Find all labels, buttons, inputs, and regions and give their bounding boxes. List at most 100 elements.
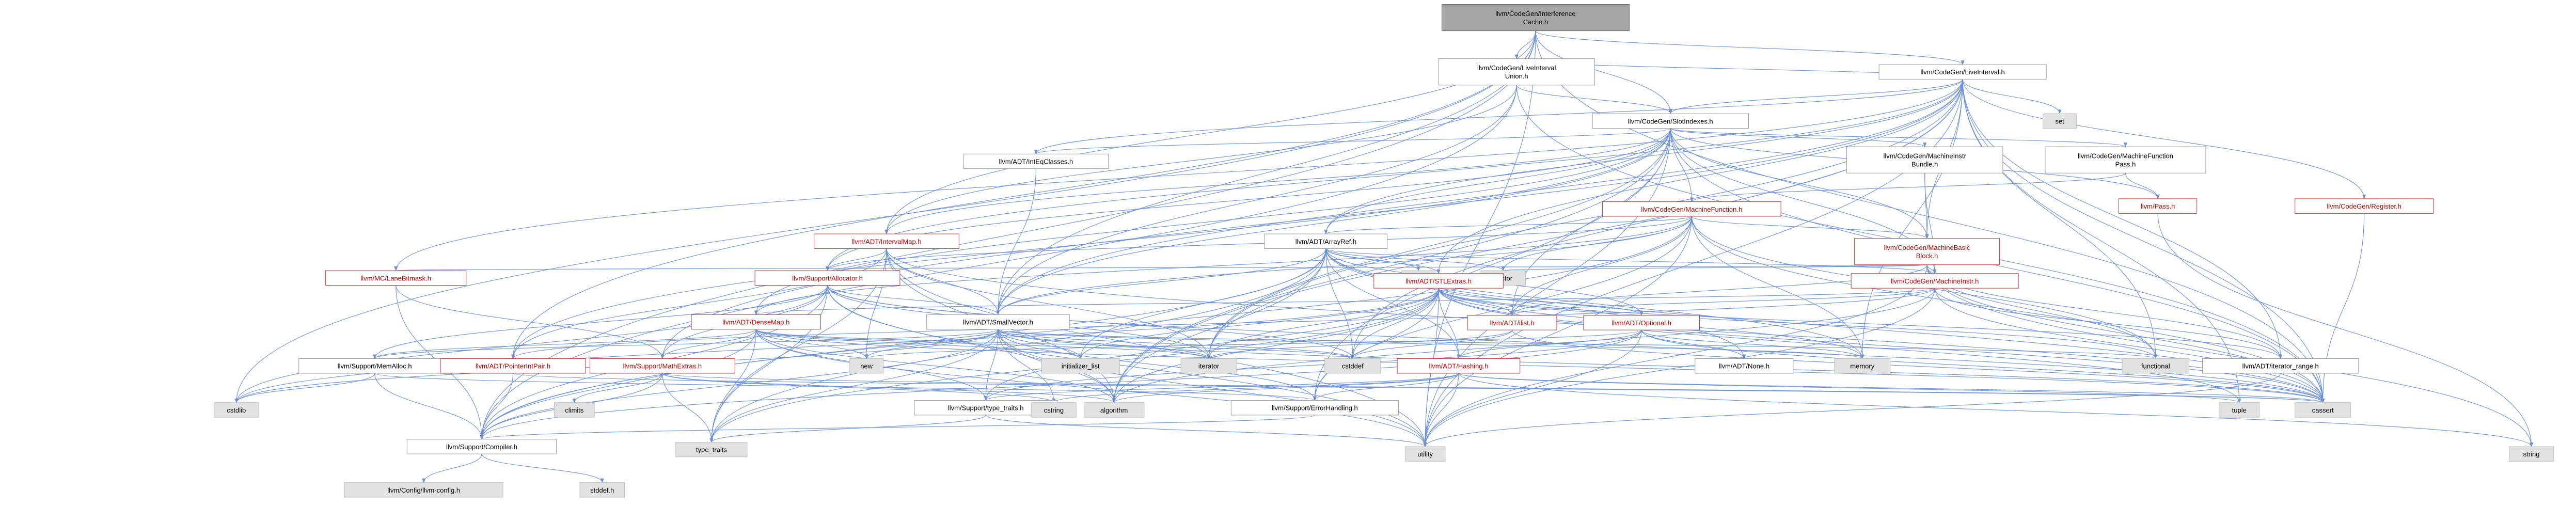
- edge: [480, 85, 1517, 440]
- node-cstdlib: cstdlib: [214, 402, 259, 418]
- node-mi[interactable]: llvm/CodeGen/MachineInstr.h: [1851, 273, 2019, 289]
- edge-si-to-mib: [1670, 128, 1927, 147]
- edge: [1926, 264, 2534, 447]
- node-box: [440, 358, 586, 374]
- edge-svec-to-cstring: [998, 329, 1056, 403]
- edge-opt-to-hashing: [1457, 329, 1642, 359]
- edge: [1313, 288, 1439, 401]
- edge-stl-to-cassert: [1438, 288, 2325, 403]
- edge: [865, 329, 1642, 359]
- node-none[interactable]: llvm/ADT/None.h: [1695, 358, 1794, 374]
- node-ieq[interactable]: llvm/ADT/IntEqClasses.h: [963, 153, 1109, 169]
- node-pip[interactable]: llvm/ADT/PointerIntPair.h: [440, 358, 586, 374]
- edge: [1670, 128, 1694, 202]
- edge-si-to-svec: [996, 128, 1671, 315]
- node-alloc[interactable]: llvm/Support/Allocator.h: [754, 270, 900, 286]
- edge: [709, 285, 828, 443]
- node-pass[interactable]: llvm/Pass.h: [2119, 198, 2198, 214]
- edge-si-to-aref: [1324, 128, 1671, 234]
- edge: [396, 285, 665, 359]
- node-si[interactable]: llvm/CodeGen/SlotIndexes.h: [1592, 113, 1749, 129]
- edge-si-to-iterator: [1207, 128, 1671, 359]
- edge: [1325, 248, 1864, 359]
- node-reg[interactable]: llvm/CodeGen/Register.h: [2295, 198, 2434, 214]
- node-li[interactable]: llvm/CodeGen/LiveInterval.h: [1878, 64, 2047, 80]
- edge: [755, 329, 1354, 359]
- node-utility: utility: [1404, 446, 1446, 462]
- node-compiler[interactable]: llvm/Support/Compiler.h: [406, 439, 557, 454]
- node-label: Block.h: [1916, 252, 1938, 260]
- node-box: [298, 358, 451, 374]
- edge: [2157, 213, 2534, 447]
- node-svec[interactable]: llvm/ADT/SmallVector.h: [926, 314, 1070, 330]
- edge: [480, 329, 999, 440]
- node-algorithm: algorithm: [1083, 402, 1145, 418]
- node-cstring: cstring: [1031, 402, 1077, 418]
- node-box: [1695, 358, 1794, 374]
- edge-root-to-si: [1535, 30, 1672, 115]
- edge: [1641, 329, 1864, 359]
- node-dmap[interactable]: llvm/ADT/DenseMap.h: [691, 314, 821, 330]
- edge-ieq-to-svec: [996, 168, 1036, 315]
- edge-alloc-to-memalloc: [373, 285, 828, 359]
- node-box: [1834, 358, 1891, 374]
- edge-root-to-cassert: [1535, 30, 2325, 403]
- node-aref[interactable]: llvm/ADT/ArrayRef.h: [1264, 233, 1388, 249]
- edge-aref-to-initl: [1079, 248, 1326, 359]
- node-label: cstdlib: [227, 406, 246, 414]
- edge-alloc-to-cstddef: [827, 285, 1355, 359]
- node-label: llvm/Config/llvm-config.h: [387, 486, 460, 494]
- node-box: [691, 314, 821, 330]
- node-box: [2119, 198, 2198, 214]
- edge-mf-to-aref: [1324, 216, 1692, 234]
- node-label: llvm/CodeGen/MachineInstr: [1884, 152, 1967, 160]
- node-memalloc[interactable]: llvm/Support/MemAlloc.h: [298, 358, 451, 374]
- edge-li-to-functional: [1962, 79, 2158, 359]
- edge: [662, 373, 714, 443]
- node-box: [1397, 358, 1521, 374]
- edge-dmap-to-compiler: [480, 329, 756, 440]
- edge: [1516, 85, 1672, 115]
- node-label: cstring: [1044, 406, 1064, 414]
- node-label: initializer_list: [1062, 362, 1100, 370]
- node-imap[interactable]: llvm/ADT/IntervalMap.h: [814, 233, 959, 249]
- node-functional: functional: [2122, 358, 2190, 374]
- edge-li-to-lbm: [394, 79, 1963, 271]
- edge-svec-to-cstddef: [998, 329, 1355, 359]
- node-stl[interactable]: llvm/ADT/STLExtras.h: [1373, 273, 1504, 289]
- edge-si-to-cassert: [1670, 128, 2325, 403]
- node-mathx[interactable]: llvm/Support/MathExtras.h: [590, 358, 735, 374]
- node-box: [1846, 146, 2003, 173]
- node-hashing[interactable]: llvm/ADT/Hashing.h: [1397, 358, 1521, 374]
- edge-memalloc-to-errh: [374, 373, 1317, 401]
- edge-compiler-to-config: [422, 454, 482, 483]
- node-ilist[interactable]: llvm/ADT/ilist.h: [1467, 315, 1557, 330]
- edge-svec-to-compiler: [480, 329, 999, 440]
- edge-stl-to-tuple: [1438, 288, 2241, 403]
- node-label: new: [860, 362, 873, 370]
- node-label: llvm/ADT/SmallVector.h: [963, 319, 1033, 326]
- edge-hashing-to-cassert: [1458, 373, 2325, 403]
- node-lbm[interactable]: llvm/MC/LaneBitmask.h: [325, 270, 467, 286]
- edge: [1207, 248, 1326, 359]
- node-itrange[interactable]: llvm/ADT/iterator_range.h: [2202, 358, 2359, 374]
- edge: [1691, 216, 1929, 239]
- edge: [662, 373, 2325, 403]
- node-set: set: [2043, 113, 2077, 129]
- edge: [1670, 128, 1927, 147]
- edge: [1324, 248, 1935, 274]
- node-box: [2202, 358, 2359, 374]
- node-errh[interactable]: llvm/Support/ErrorHandling.h: [1230, 400, 1399, 416]
- edge: [998, 329, 1056, 403]
- edge: [755, 329, 868, 359]
- node-mf[interactable]: llvm/CodeGen/MachineFunction.h: [1602, 201, 1781, 217]
- edge: [886, 248, 1427, 447]
- edge: [1501, 216, 1692, 271]
- node-label: llvm/ADT/None.h: [1719, 362, 1769, 370]
- node-opt[interactable]: llvm/ADT/Optional.h: [1583, 315, 1700, 330]
- node-box: [1442, 4, 1630, 31]
